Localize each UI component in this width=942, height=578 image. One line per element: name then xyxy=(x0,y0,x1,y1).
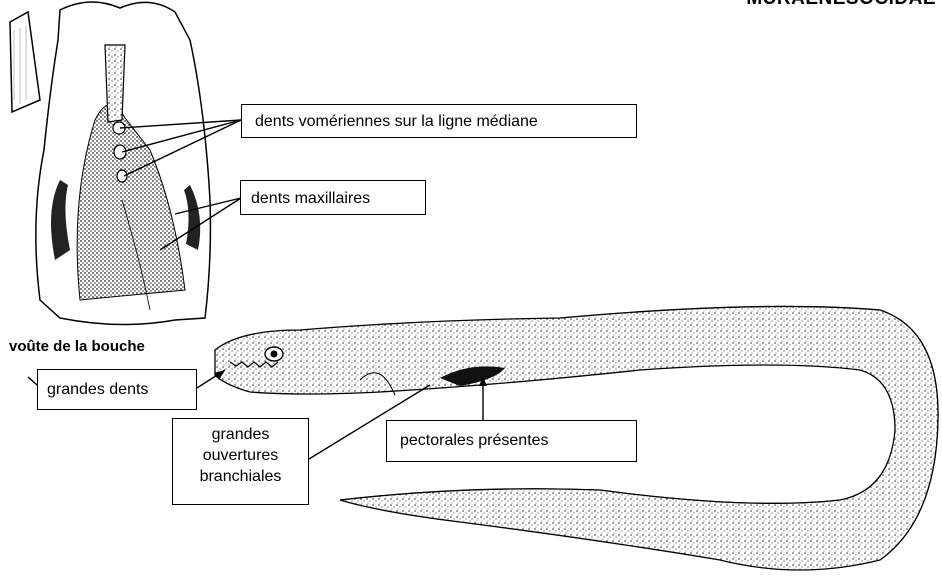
gill-line-2: ouvertures xyxy=(173,445,308,466)
palate-drawing xyxy=(36,2,211,325)
family-title: MURAENESOCIDAE xyxy=(746,0,936,10)
large-teeth-label: grandes dents xyxy=(37,369,197,410)
gill-line-1: grandes xyxy=(173,424,308,445)
gill-line-3: branchiales xyxy=(173,466,308,487)
palate-caption: voûte de la bouche xyxy=(9,338,145,355)
maxillary-teeth-label: dents maxillaires xyxy=(240,180,426,215)
pectoral-fins-label: pectorales présentes xyxy=(386,420,637,462)
vomerine-teeth-label: dents vomériennes sur la ligne médiane xyxy=(241,104,637,138)
gill-openings-label: grandes ouvertures branchiales xyxy=(172,418,309,505)
tooth-detail xyxy=(10,12,40,112)
